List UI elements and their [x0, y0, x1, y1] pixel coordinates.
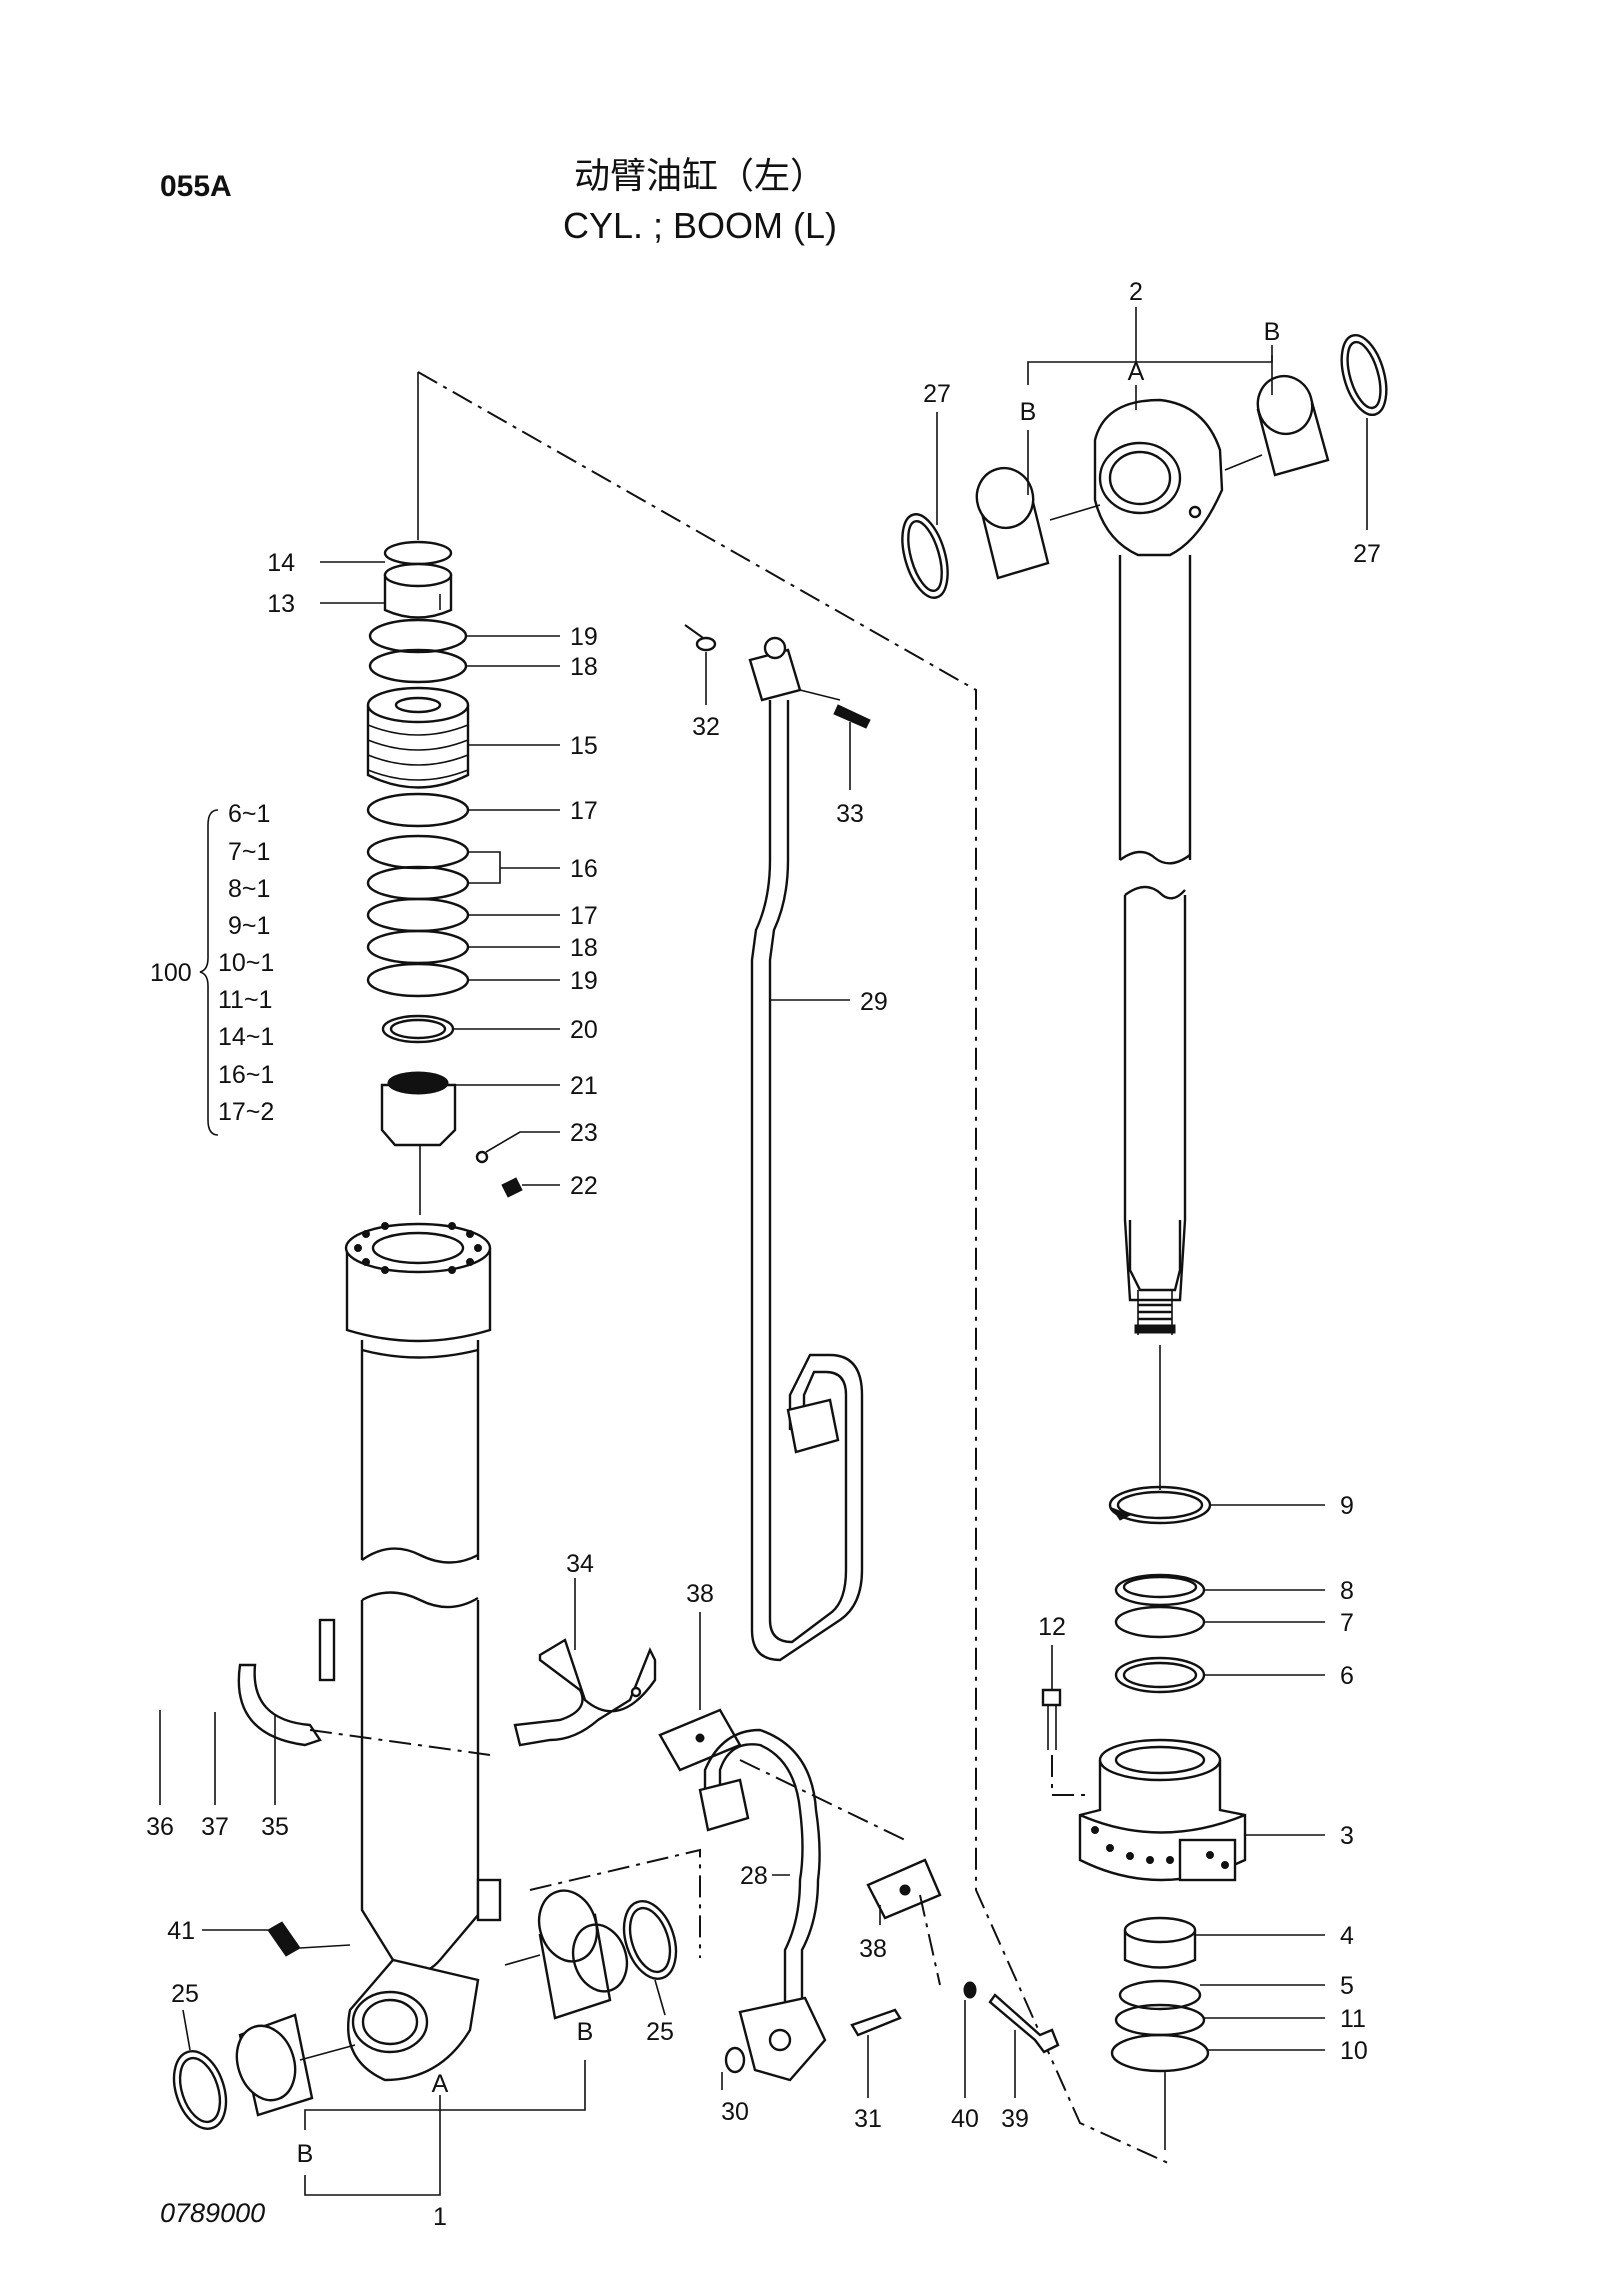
- kit-item: 8~1: [228, 875, 270, 903]
- kit-item: 6~1: [228, 800, 270, 828]
- rod-eye-bushings: [901, 334, 1388, 599]
- cylinder-seal-stack: [344, 372, 523, 2082]
- kit-item: 9~1: [228, 912, 270, 940]
- label-9: 9: [1340, 1492, 1354, 1520]
- kit-item: 10~1: [218, 949, 274, 977]
- label-25a: 25: [171, 1980, 199, 2008]
- label-16: 16: [570, 855, 598, 883]
- label-14: 14: [267, 549, 295, 577]
- page-code: 055A: [160, 170, 232, 203]
- label-30: 30: [721, 2098, 749, 2126]
- title-english: CYL. ; BOOM (L): [563, 205, 837, 246]
- label-37: 37: [201, 1813, 229, 1841]
- label-40: 40: [951, 2105, 979, 2133]
- kit-item: 11~1: [218, 986, 272, 1014]
- label-A-right: A: [1128, 358, 1145, 386]
- label-B-left-2: B: [297, 2140, 314, 2168]
- label-8: 8: [1340, 1577, 1354, 1605]
- label-19a: 19: [570, 623, 598, 651]
- label-33: 33: [836, 800, 864, 828]
- title-chinese: 动臂油缸（左）: [574, 155, 826, 196]
- label-6: 6: [1340, 1662, 1354, 1690]
- label-5: 5: [1340, 1972, 1354, 2000]
- label-B-right-1: B: [1020, 398, 1037, 426]
- label-A-left: A: [432, 2070, 449, 2098]
- label-22: 22: [570, 1172, 598, 1200]
- label-17a: 17: [570, 797, 598, 825]
- label-B-right-2: B: [1264, 318, 1281, 346]
- left-eye-bushings: [172, 1848, 701, 2130]
- label-15: 15: [570, 732, 598, 760]
- label-1: 1: [433, 2203, 447, 2231]
- label-18b: 18: [570, 934, 598, 962]
- label-21: 21: [570, 1072, 598, 1100]
- label-10: 10: [1340, 2037, 1368, 2065]
- hydraulic-pipes: [684, 624, 1060, 2082]
- label-25b: 25: [646, 2018, 674, 2046]
- label-38a: 38: [686, 1580, 714, 1608]
- drawing-number: 0789000: [160, 2198, 265, 2228]
- label-38b: 38: [859, 1935, 887, 1963]
- seal-kit-list: 100 6~1 7~1 8~1 9~1 10~1 11~1 14~1 16~1 …: [150, 800, 274, 1126]
- label-41: 41: [167, 1917, 195, 1945]
- leader-lines: [159, 307, 1368, 2196]
- label-23: 23: [570, 1119, 598, 1147]
- label-35: 35: [261, 1813, 289, 1841]
- kit-number: 100: [150, 959, 192, 987]
- label-29: 29: [860, 988, 888, 1016]
- label-11: 11: [1340, 2005, 1366, 2033]
- label-19b: 19: [570, 967, 598, 995]
- label-B-left-1: B: [577, 2018, 594, 2046]
- label-2: 2: [1129, 278, 1143, 306]
- label-12: 12: [1038, 1613, 1066, 1641]
- label-31: 31: [854, 2105, 882, 2133]
- label-34: 34: [566, 1550, 594, 1578]
- label-13: 13: [267, 590, 295, 618]
- label-39: 39: [1001, 2105, 1029, 2133]
- kit-item: 14~1: [218, 1023, 274, 1051]
- label-7: 7: [1340, 1609, 1354, 1637]
- label-4: 4: [1340, 1922, 1354, 1950]
- label-17b: 17: [570, 902, 598, 930]
- label-27a: 27: [923, 380, 951, 408]
- kit-item: 7~1: [228, 838, 270, 866]
- label-18a: 18: [570, 653, 598, 681]
- label-32: 32: [692, 713, 720, 741]
- kit-item: 16~1: [218, 1061, 274, 1089]
- gland-seals: [1041, 1485, 1247, 2150]
- label-20: 20: [570, 1016, 598, 1044]
- kit-item: 17~2: [218, 1098, 274, 1126]
- callout-labels: 14 13 19 18 15 17 16 17 18 19 20 21 23 2…: [146, 278, 1381, 2231]
- label-27b: 27: [1353, 540, 1381, 568]
- label-36: 36: [146, 1813, 174, 1841]
- label-28: 28: [740, 1862, 768, 1890]
- label-3: 3: [1340, 1822, 1354, 1850]
- assembly-centerline: [417, 371, 1169, 2164]
- piston-rod: [1093, 398, 1224, 1490]
- pipe-clamps: [237, 1618, 942, 1986]
